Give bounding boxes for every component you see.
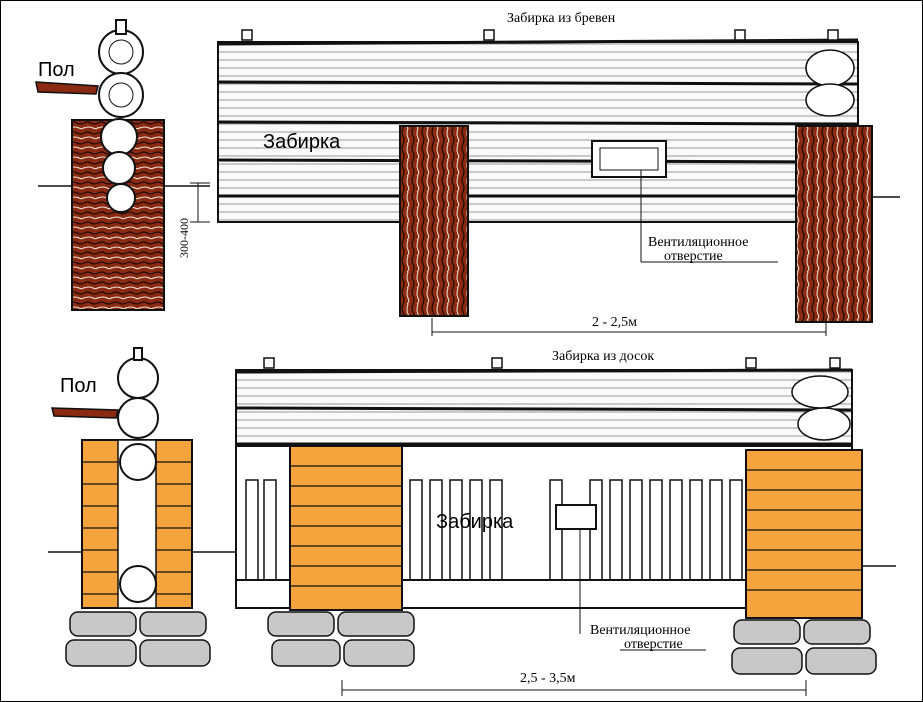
log-stack — [98, 19, 144, 213]
floor-board — [51, 407, 119, 419]
zabirka-label: Забирка — [436, 511, 514, 533]
top-section: 300-400 Забирка Венти — [35, 11, 900, 336]
vent-label: отверстие — [624, 637, 683, 652]
vent-label: Вентиляционное — [648, 235, 748, 250]
span-dimension-label: 2 - 2,5м — [592, 315, 637, 330]
support-post — [795, 125, 873, 323]
log-ends — [805, 49, 855, 117]
vent-opening — [555, 504, 597, 530]
span-dimension-label: 2,5 - 3,5м — [520, 671, 576, 686]
floor-label: Пол — [60, 375, 97, 397]
log-stack — [117, 347, 159, 603]
vent-label: отверстие — [664, 249, 723, 264]
vent-label: Вентиляционное — [590, 623, 690, 638]
top-title: Забирка из бревен — [507, 11, 616, 26]
log-ends — [791, 375, 851, 441]
stone-footing — [267, 611, 877, 675]
floor-board — [35, 81, 99, 95]
bottom-title: Забирка из досок — [552, 349, 654, 364]
stone-footing — [65, 611, 211, 667]
bottom-section: Вентиляционное отверстие Забирка 2,5 - 3… — [48, 347, 896, 696]
brick-pier — [289, 445, 403, 611]
brick-pier — [745, 449, 863, 619]
support-post — [399, 125, 469, 317]
floor-label: Пол — [38, 59, 75, 81]
log-wall — [217, 41, 859, 223]
height-dimension-label: 300-400 — [177, 218, 191, 258]
zabirka-label: Забирка — [263, 131, 341, 153]
